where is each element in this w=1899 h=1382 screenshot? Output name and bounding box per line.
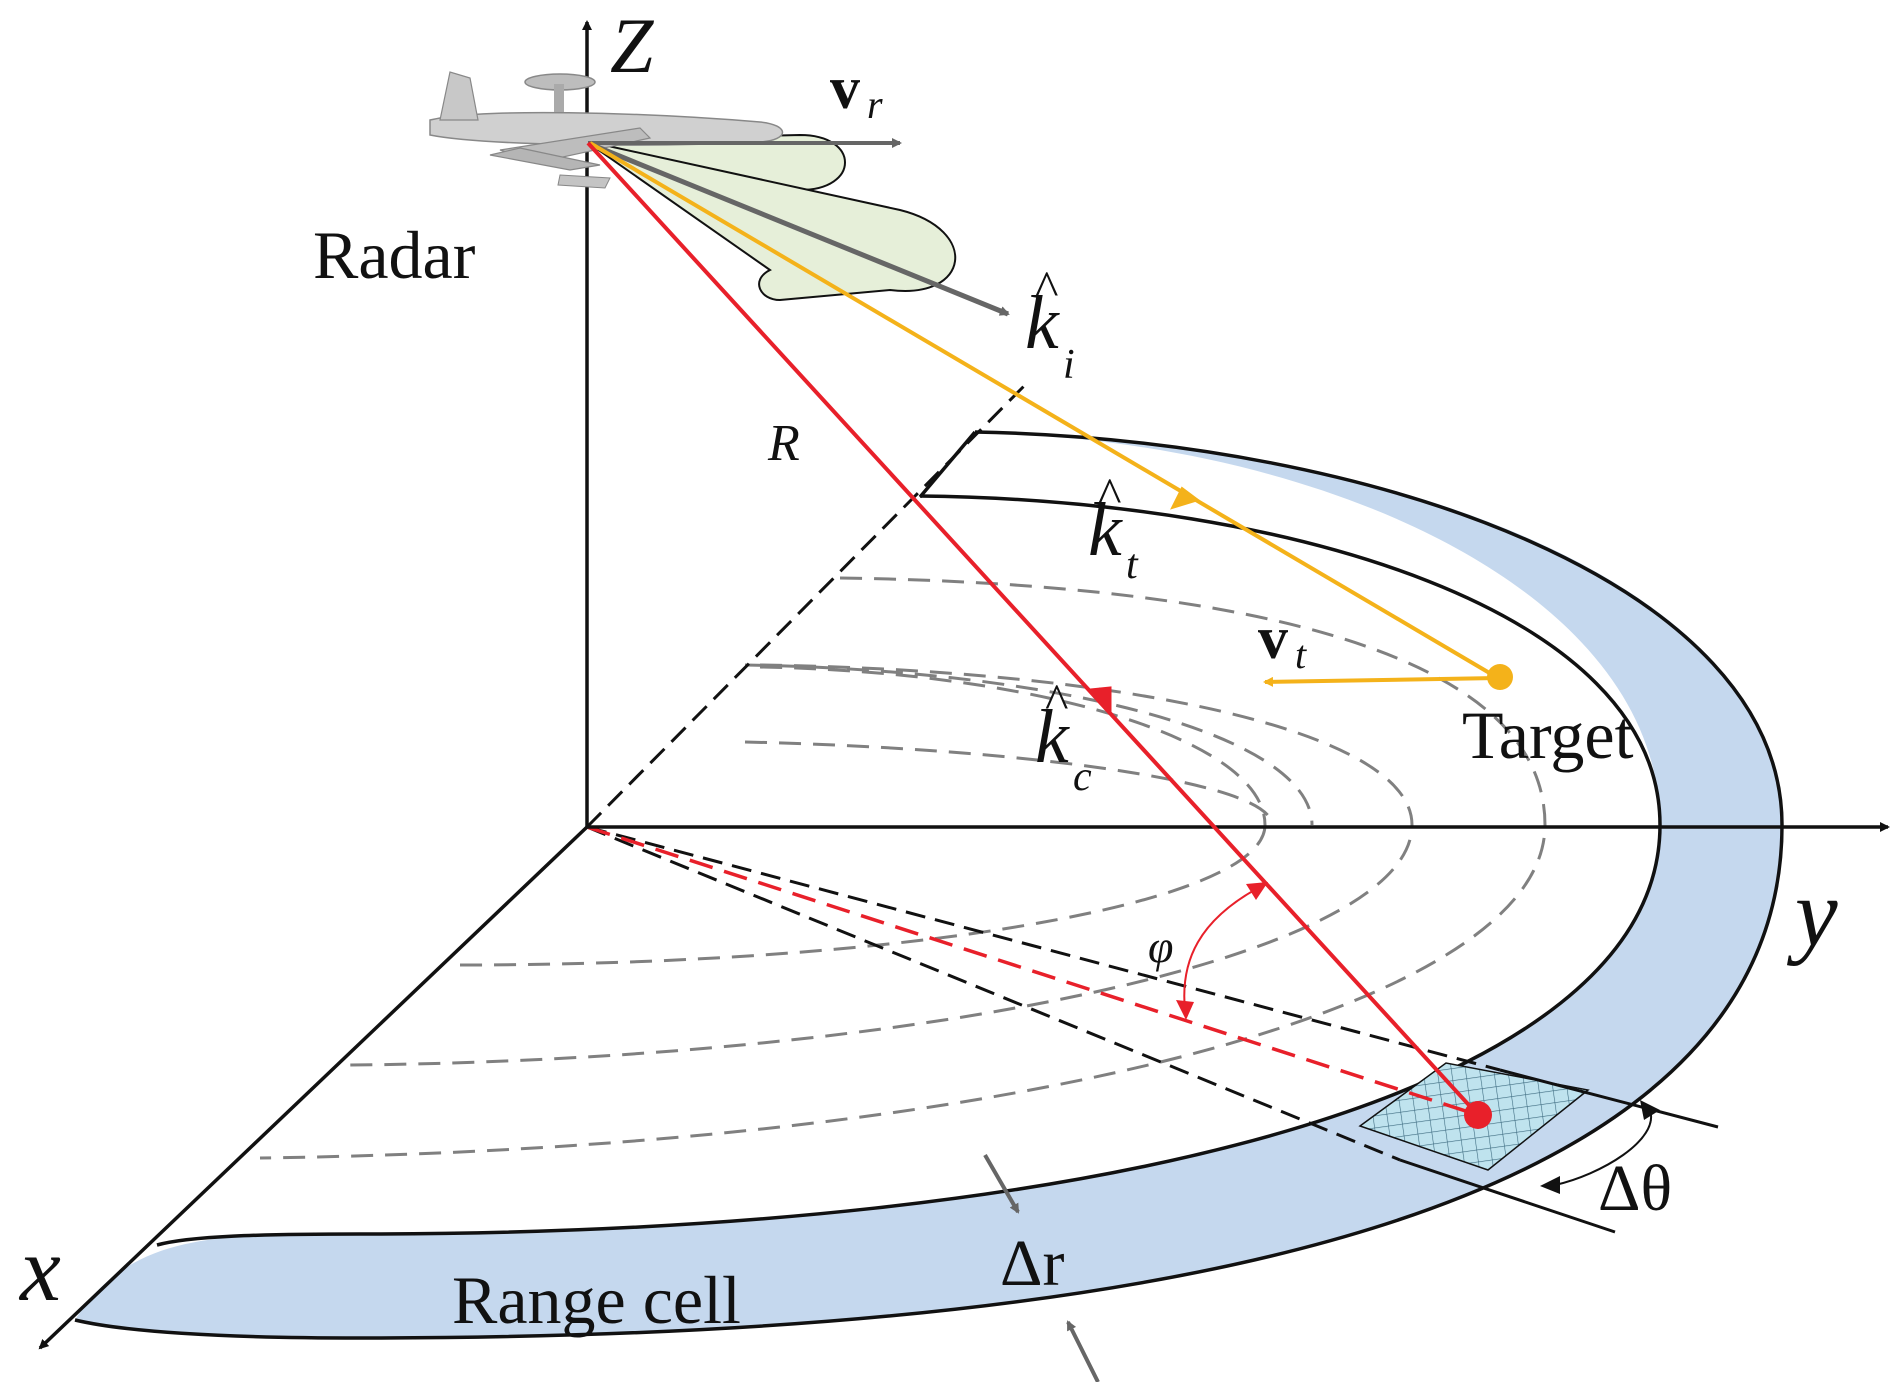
delta-r-arrow-bottom bbox=[1066, 1320, 1100, 1382]
range-cell-label: Range cell bbox=[452, 1262, 741, 1338]
k-i-hat: ^ bbox=[1035, 260, 1058, 316]
phi-angle-arc bbox=[1183, 887, 1259, 1011]
delta-r-arrow-top bbox=[983, 1153, 1020, 1214]
range-band-inner-edge bbox=[156, 494, 1662, 1247]
clutter-ray-arrowhead bbox=[1086, 686, 1112, 714]
range-R-label: R bbox=[767, 415, 800, 472]
iso-range-contours bbox=[259, 576, 1547, 1160]
x-axis bbox=[38, 825, 589, 1350]
k-t-subscript: t bbox=[1126, 542, 1139, 588]
azimuth-boundary-upper bbox=[586, 825, 1501, 1072]
azimuth-boundary-lower-ext bbox=[1399, 1158, 1616, 1234]
clutter-patch-dot-icon bbox=[1464, 1101, 1492, 1129]
target-ray bbox=[588, 141, 1500, 680]
delta-r-label: Δr bbox=[1000, 1227, 1064, 1300]
target-label: Target bbox=[1462, 697, 1634, 773]
k-t-label: k bbox=[1088, 488, 1123, 572]
target-ray-arrowhead bbox=[1170, 486, 1201, 510]
clutter-ray bbox=[586, 141, 1480, 1117]
k-t-hat: ^ bbox=[1098, 467, 1121, 523]
azimuth-boundary-lower bbox=[586, 825, 1401, 1162]
x-axis-label: x bbox=[18, 1218, 61, 1320]
v-r-label: v bbox=[830, 55, 860, 121]
target-dot-icon bbox=[1487, 664, 1513, 690]
y-axis-label: y bbox=[1786, 859, 1838, 966]
range-cell-band bbox=[75, 433, 1782, 1338]
k-c-label: k bbox=[1035, 695, 1070, 779]
azimuth-boundary-upper-ext bbox=[1499, 1068, 1719, 1129]
awacs-aircraft-icon bbox=[429, 71, 783, 189]
z-axis-label: Z bbox=[610, 2, 655, 89]
phi-arc-head-top bbox=[1246, 882, 1268, 900]
iso-range-contours-inner bbox=[744, 740, 1274, 826]
clutter-ground-projection bbox=[586, 825, 1479, 1117]
beam-direction-arrow bbox=[589, 141, 1010, 317]
k-i-label: k bbox=[1025, 281, 1060, 365]
target-velocity-arrow bbox=[1263, 676, 1499, 687]
v-r-subscript: r bbox=[867, 82, 883, 127]
radar-label: Radar bbox=[313, 217, 476, 293]
azimuth-reference-dashed bbox=[585, 378, 1032, 829]
k-c-subscript: c bbox=[1073, 754, 1092, 800]
delta-theta-head-bottom bbox=[1540, 1176, 1560, 1194]
delta-theta-arc bbox=[1554, 1109, 1653, 1186]
v-t-label: v bbox=[1258, 605, 1288, 671]
range-band-outer-edge bbox=[74, 430, 1784, 1340]
v-t-subscript: t bbox=[1295, 632, 1307, 677]
phi-label: φ bbox=[1148, 921, 1173, 972]
k-c-hat: ^ bbox=[1045, 673, 1068, 729]
k-i-subscript: i bbox=[1063, 342, 1075, 388]
delta-theta-label: Δθ bbox=[1598, 1152, 1672, 1225]
phi-arc-head-bottom bbox=[1176, 1000, 1194, 1020]
delta-theta-head-top bbox=[1640, 1100, 1660, 1120]
